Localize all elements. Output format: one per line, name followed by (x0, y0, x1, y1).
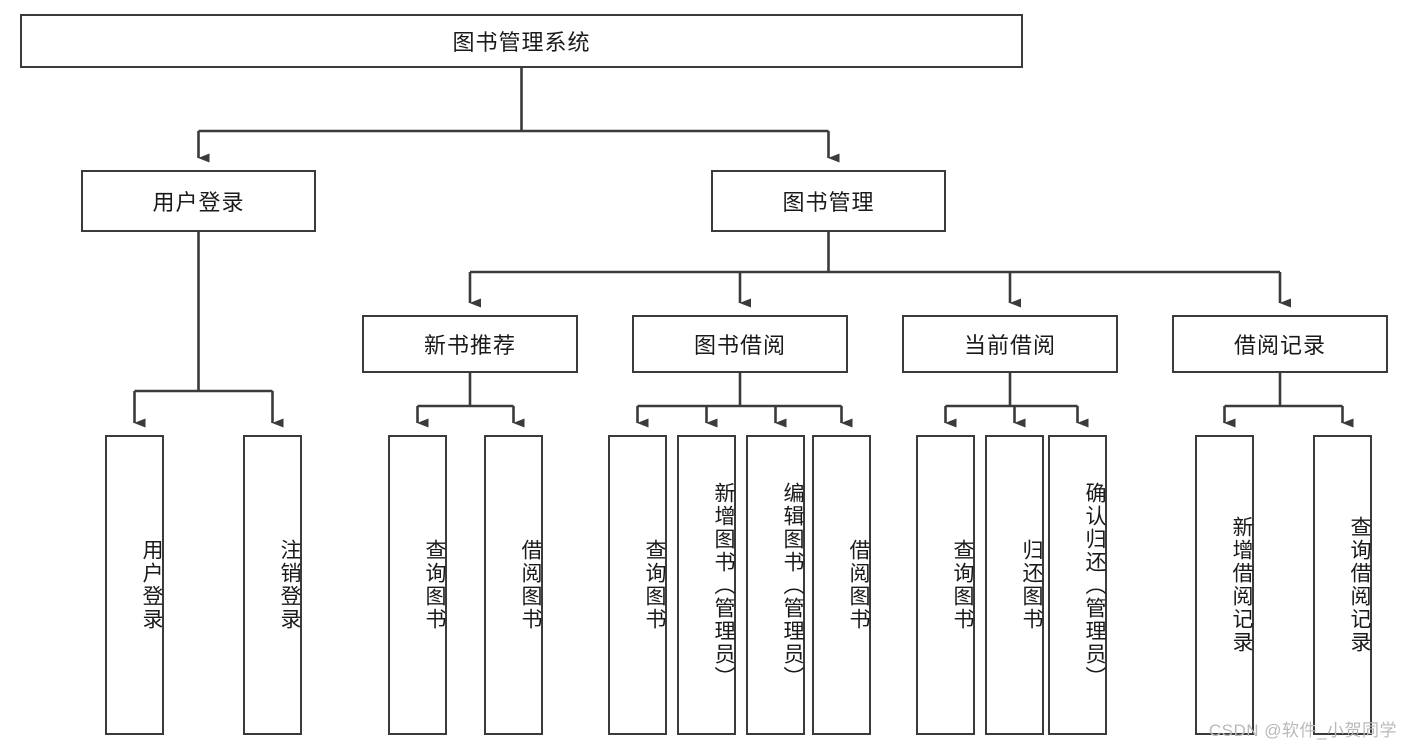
csdn-watermark: CSDN @软件_小贺同学 (1208, 721, 1397, 740)
node-label: 图书借阅 (693, 333, 786, 358)
level3-node-图书借阅[interactable]: 图书借阅 (632, 315, 848, 373)
node-label: 图书管理系统 (452, 30, 591, 55)
leaf-node-新增借阅记录[interactable]: 新增借阅记录 (1195, 435, 1254, 735)
leaf-node-借阅图书[interactable]: 借阅图书 (484, 435, 543, 735)
node-label: 查询图书 (423, 539, 446, 631)
leaf-node-用户登录[interactable]: 用户登录 (105, 435, 164, 735)
root-node-图书管理系统[interactable]: 图书管理系统 (20, 14, 1023, 68)
leaf-node-编辑图书管理员[interactable]: 编辑图书（管理员） (746, 435, 805, 735)
leaf-node-新增图书管理员[interactable]: 新增图书（管理员） (677, 435, 736, 735)
node-label: 查询图书 (643, 539, 666, 631)
node-label: 查询图书 (951, 539, 974, 631)
leaf-node-查询图书[interactable]: 查询图书 (608, 435, 667, 735)
level3-node-借阅记录[interactable]: 借阅记录 (1172, 315, 1388, 373)
node-label: 新增图书（管理员） (712, 481, 735, 689)
node-label: 借阅记录 (1233, 333, 1326, 358)
node-label: 新书推荐 (423, 333, 516, 358)
leaf-node-注销登录[interactable]: 注销登录 (243, 435, 302, 735)
node-label: 确认归还（管理员） (1083, 481, 1106, 689)
level2-node-图书管理[interactable]: 图书管理 (711, 170, 946, 232)
level3-node-当前借阅[interactable]: 当前借阅 (902, 315, 1118, 373)
node-label: 用户登录 (152, 190, 245, 215)
leaf-node-借阅图书[interactable]: 借阅图书 (812, 435, 871, 735)
node-label: 借阅图书 (847, 539, 870, 631)
node-label: 当前借阅 (963, 333, 1056, 358)
node-label: 注销登录 (278, 539, 301, 631)
node-label: 归还图书 (1020, 539, 1043, 631)
node-label: 查询借阅记录 (1348, 516, 1371, 654)
node-label: 用户登录 (140, 539, 163, 631)
level3-node-新书推荐[interactable]: 新书推荐 (362, 315, 578, 373)
node-label: 图书管理 (782, 190, 875, 215)
level2-node-用户登录[interactable]: 用户登录 (81, 170, 316, 232)
node-label: 新增借阅记录 (1230, 516, 1253, 654)
leaf-node-归还图书[interactable]: 归还图书 (985, 435, 1044, 735)
leaf-node-查询图书[interactable]: 查询图书 (916, 435, 975, 735)
leaf-node-确认归还管理员[interactable]: 确认归还（管理员） (1048, 435, 1107, 735)
leaf-node-查询借阅记录[interactable]: 查询借阅记录 (1313, 435, 1372, 735)
node-label: 编辑图书（管理员） (781, 481, 804, 689)
node-label: 借阅图书 (519, 539, 542, 631)
leaf-node-查询图书[interactable]: 查询图书 (388, 435, 447, 735)
